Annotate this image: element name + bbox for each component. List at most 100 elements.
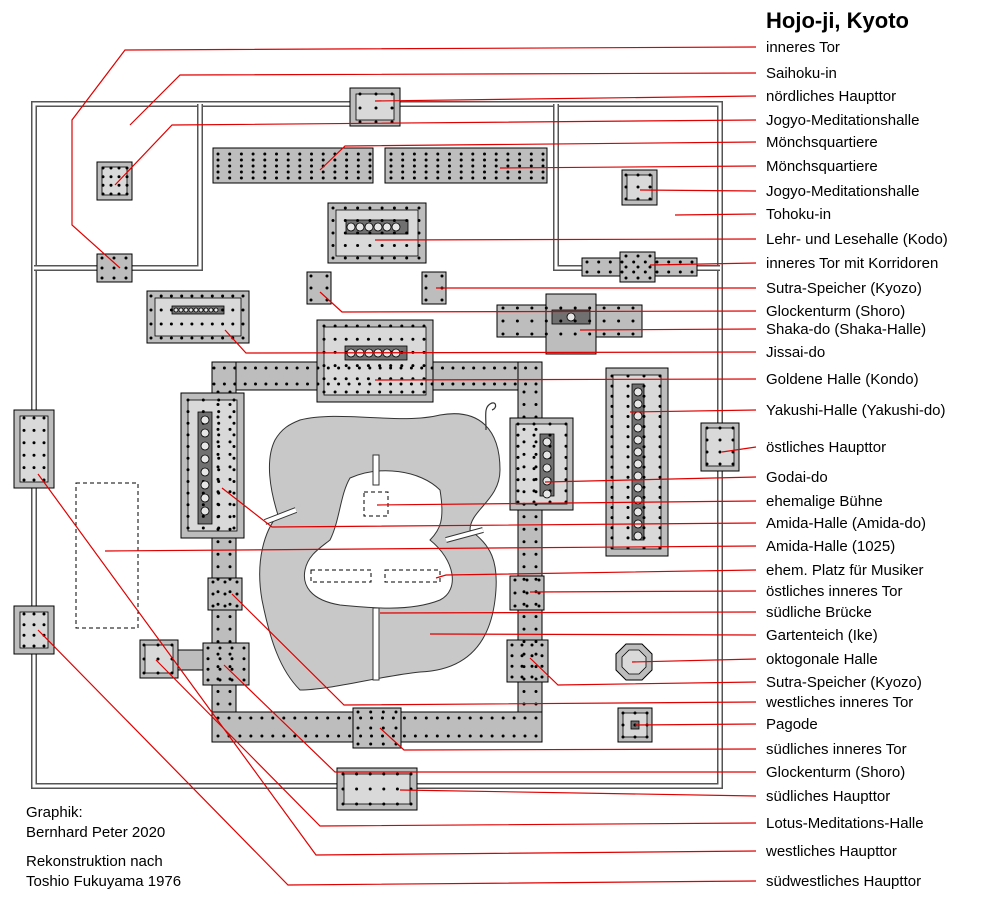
column-dot [206,657,210,661]
column-dot [217,433,221,437]
building-label: Glockenturm (Shoro) [766,303,905,320]
column-dot [610,415,614,418]
column-dot [564,467,568,471]
column-dot [232,456,236,460]
column-dot [655,270,659,274]
round-column [173,307,179,313]
column-dot [642,425,646,429]
column-dot [322,364,326,368]
column-dot [378,337,382,341]
column-dot [333,390,337,394]
column-dot [400,390,404,394]
column-dot [216,734,220,738]
round-column [633,459,643,469]
column-dot [295,366,299,370]
column-dot [678,260,682,264]
building-label: Glockenturm (Shoro) [766,764,905,781]
building-label: Amida-Halle (1025) [766,538,895,555]
column-dot [731,450,735,454]
column-dot [344,377,348,381]
column-dot [216,465,220,469]
column-dot [333,364,337,368]
column-dot [532,455,536,459]
column-dot [457,716,461,720]
column-dot [731,462,735,466]
round-column [382,222,392,232]
bell-tower-south [202,642,250,686]
column-dot [356,170,360,174]
column-dot [216,390,220,394]
column-dot [117,175,121,179]
column-dot [170,643,174,647]
column-dot [564,422,568,426]
column-dot [201,398,205,402]
leader-line [631,658,757,663]
column-dot [100,276,104,280]
column-dot [170,671,174,675]
column-dot [409,772,413,776]
column-dot [522,440,526,444]
column-dot [522,640,526,644]
column-dot [274,382,278,386]
leader-line [374,238,757,241]
column-dot [200,322,204,326]
column-dot [424,286,428,290]
column-dot [632,260,636,264]
column-dot [333,170,337,174]
column-dot [436,158,440,162]
column-dot [180,336,184,340]
column-dot [264,382,268,386]
column-dot [356,244,360,247]
column-dot [156,643,160,647]
column-dot [520,675,524,679]
column-dot [417,244,421,247]
leader-line [223,664,756,773]
column-dot [241,308,245,312]
column-dot [435,734,439,738]
column-dot [483,164,486,168]
column-dot [232,433,236,437]
column-dot [626,536,630,540]
column-dot [228,652,232,656]
column-dot [210,294,214,298]
column-dot [347,382,351,386]
column-dot [358,92,362,96]
column-dot [217,456,221,460]
column-dot [658,394,662,398]
column-dot [381,742,385,746]
column-dot [231,308,235,312]
column-dot [401,170,405,174]
column-dot [217,445,221,448]
column-dot [705,450,709,454]
column-dot [186,503,190,507]
building-label: südwestliches Haupttor [766,873,921,890]
column-dot [471,152,475,156]
column-dot [321,158,325,162]
column-dot [564,478,568,482]
column-dot [356,231,360,235]
column-dot [522,465,526,469]
column-dot [389,364,393,368]
column-dot [405,231,409,235]
column-dot [626,495,630,499]
column-dot [368,382,372,386]
column-dot [515,319,519,323]
column-dot [32,441,36,445]
column-dot [541,170,545,174]
column-dot [424,734,428,738]
column-dot [658,536,662,540]
column-dot [228,158,232,162]
column-dot [424,274,428,278]
column-dot [642,404,646,408]
round-column [633,399,643,409]
column-dot [298,158,302,162]
building-label: Jissai-do [766,344,825,361]
column-dot [368,787,372,791]
column-dot [341,802,345,806]
column-dot [522,452,526,456]
column-dot [459,170,463,174]
column-dot [409,366,413,370]
column-dot [221,336,225,340]
column-dot [501,306,505,310]
column-dot [493,382,496,386]
